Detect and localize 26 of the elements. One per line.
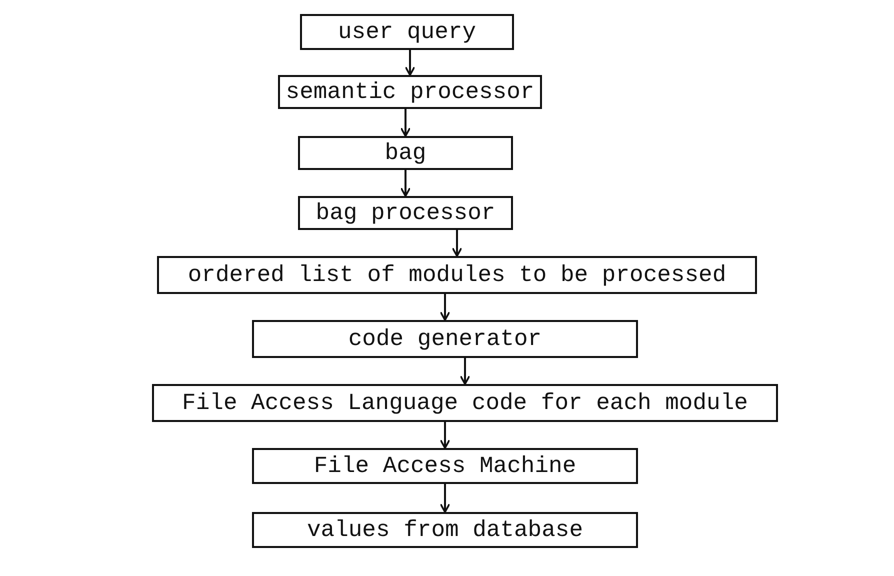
arrow bbox=[400, 109, 411, 137]
process-box bbox=[157, 256, 757, 294]
arrow bbox=[400, 170, 411, 197]
process-box bbox=[300, 14, 514, 50]
box-label: File Access Language code for each module bbox=[182, 390, 748, 416]
process-box bbox=[298, 196, 513, 230]
process-box bbox=[252, 512, 638, 548]
box-label: bag bbox=[384, 140, 426, 166]
process-box bbox=[252, 320, 638, 358]
process-box bbox=[152, 384, 778, 422]
process-box bbox=[298, 136, 513, 170]
box-label: user query bbox=[338, 19, 476, 45]
arrow bbox=[452, 230, 462, 257]
arrow bbox=[404, 50, 416, 76]
box-label: ordered list of modules to be processed bbox=[188, 262, 726, 288]
box-label: code generator bbox=[348, 326, 542, 352]
arrow bbox=[440, 484, 450, 513]
arrow bbox=[440, 422, 450, 449]
process-box bbox=[278, 75, 542, 109]
process-box bbox=[252, 448, 638, 484]
box-label: bag processor bbox=[316, 200, 496, 226]
arrow bbox=[440, 294, 450, 321]
box-label: semantic processor bbox=[286, 79, 534, 105]
box-label: values from database bbox=[306, 517, 584, 543]
arrow bbox=[460, 358, 470, 385]
box-label: File Access Machine bbox=[314, 453, 576, 479]
